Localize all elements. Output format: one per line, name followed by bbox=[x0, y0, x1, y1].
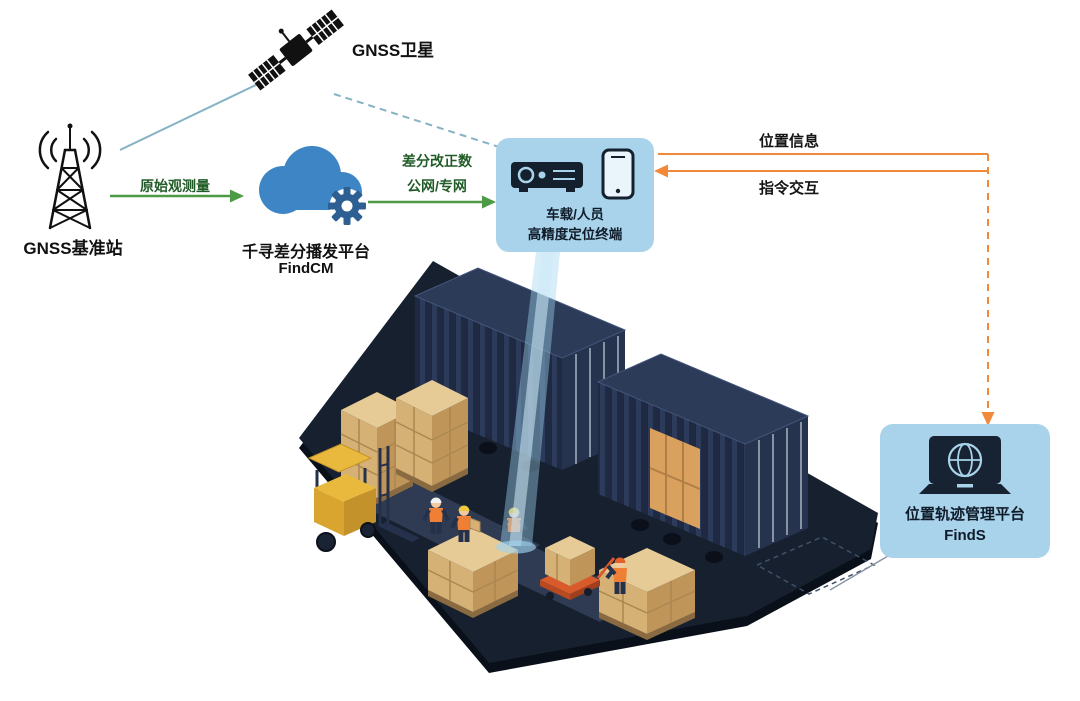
position-info-label: 位置信息 bbox=[758, 133, 819, 150]
arrowhead bbox=[482, 195, 496, 209]
terminal-icons bbox=[511, 147, 639, 201]
correction-label-line1: 差分改正数 bbox=[402, 153, 472, 169]
raw-observation-arrow bbox=[110, 189, 244, 203]
satellite-to-base-line bbox=[119, 81, 263, 151]
carried-box bbox=[469, 517, 481, 533]
base-station-label: GNSS基准站 bbox=[23, 239, 123, 258]
terminal-label-line2: 高精度定位终端 bbox=[527, 227, 623, 242]
command-interaction-line bbox=[654, 164, 988, 178]
cargo-box-lines bbox=[649, 435, 701, 522]
raw-observation-label: 原始观测量 bbox=[140, 178, 210, 194]
jack-handle bbox=[596, 557, 616, 579]
gnss-satellite-icon bbox=[248, 9, 344, 91]
terminal-card: 车载/人员 高精度定位终端 bbox=[496, 138, 654, 252]
helmet bbox=[430, 497, 442, 503]
worker bbox=[450, 505, 481, 542]
cloud-gear-icon bbox=[259, 146, 366, 225]
terminal-label-line1: 车载/人员 bbox=[546, 206, 604, 222]
forklift-wheel bbox=[360, 522, 376, 538]
finds-subtitle: FindS bbox=[944, 527, 986, 544]
shipping-container-2 bbox=[596, 353, 810, 563]
satellite-to-terminal-line bbox=[333, 93, 500, 148]
arrowhead bbox=[654, 164, 668, 178]
finds-card: 位置轨迹管理平台 FindS bbox=[880, 424, 1050, 558]
worker bbox=[422, 497, 450, 534]
forklift-wheel bbox=[316, 532, 336, 552]
smartphone-icon bbox=[601, 148, 635, 200]
cloud-platform-title: 千寻差分播发平台 bbox=[241, 244, 370, 261]
arrowhead bbox=[230, 189, 244, 203]
arrowhead bbox=[981, 412, 995, 426]
correction-label-line2: 公网/专网 bbox=[407, 178, 467, 194]
pallet-stack bbox=[427, 528, 519, 618]
correction-arrow bbox=[368, 195, 496, 209]
cloud-platform-subtitle: FindCM bbox=[278, 260, 334, 277]
container-door-bars bbox=[758, 422, 802, 548]
positioning-beam bbox=[496, 252, 560, 554]
finds-title: 位置轨迹管理平台 bbox=[904, 506, 1025, 523]
worker bbox=[605, 557, 627, 594]
laptop-globe-icon bbox=[917, 436, 1013, 500]
pallet-stack bbox=[395, 379, 469, 493]
antenna-tower-icon bbox=[38, 123, 102, 230]
helmet bbox=[614, 557, 626, 563]
finds-leader-line bbox=[829, 555, 889, 591]
gnss-receiver-icon bbox=[511, 161, 583, 192]
command-interaction-label: 指令交互 bbox=[758, 180, 819, 197]
position-info-line bbox=[658, 153, 995, 426]
forklift bbox=[307, 443, 420, 552]
helmet bbox=[458, 505, 470, 511]
satellite-label: GNSS卫星 bbox=[352, 41, 435, 60]
gear-icon bbox=[328, 187, 366, 225]
pallet-jack bbox=[540, 536, 616, 600]
